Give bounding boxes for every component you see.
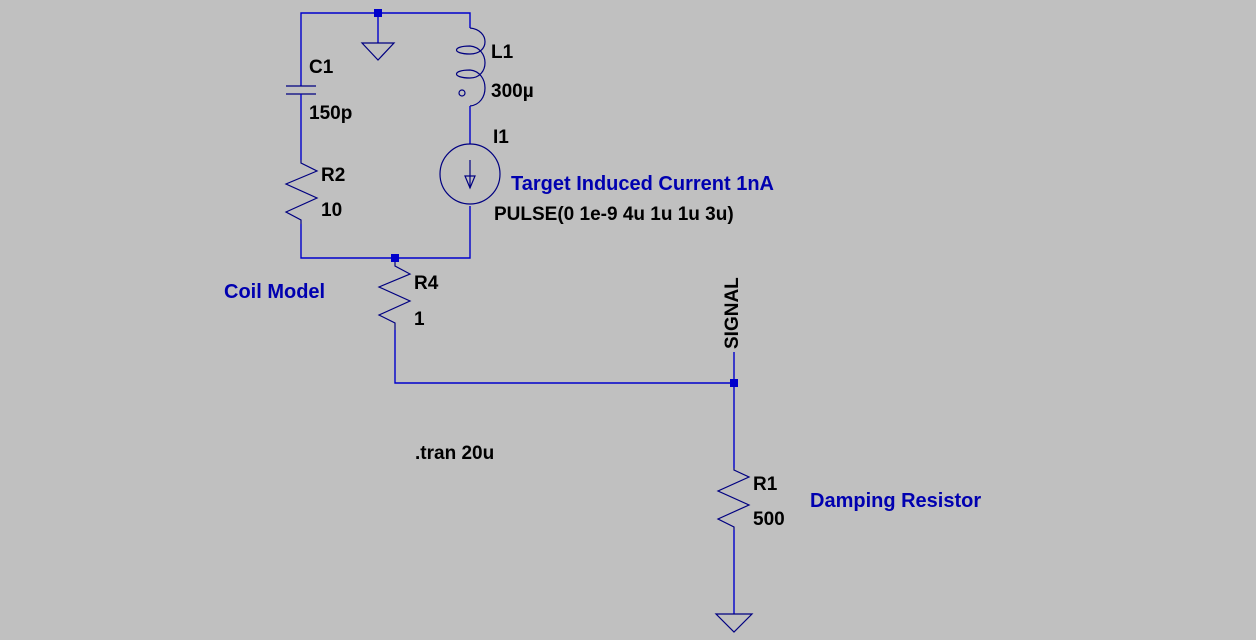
c1-ref-label: C1 bbox=[309, 57, 334, 78]
wire-bottom-loop[interactable] bbox=[300, 206, 471, 259]
spice-directive-tran[interactable]: .tran 20u bbox=[415, 443, 495, 464]
i1-ref-label: I1 bbox=[493, 127, 509, 148]
ground-bottom-icon bbox=[714, 613, 754, 633]
junction-bottom bbox=[391, 254, 399, 262]
resistor-r2-symbol[interactable] bbox=[284, 160, 319, 224]
current-source-i1-symbol[interactable] bbox=[439, 143, 501, 205]
c1-value-label: 150p bbox=[309, 103, 353, 124]
r1-value-label: 500 bbox=[753, 509, 785, 530]
r4-value-label: 1 bbox=[414, 309, 425, 330]
comment-damping-resistor: Damping Resistor bbox=[810, 490, 982, 512]
net-label-signal[interactable]: SIGNAL bbox=[722, 277, 743, 349]
capacitor-c1-symbol[interactable] bbox=[286, 85, 316, 95]
i1-value-label: PULSE(0 1e-9 4u 1u 1u 3u) bbox=[494, 204, 734, 225]
r2-ref-label: R2 bbox=[321, 165, 346, 186]
resistor-r1-symbol[interactable] bbox=[716, 468, 751, 530]
comment-coil-model: Coil Model bbox=[224, 281, 326, 303]
ground-top-icon bbox=[360, 42, 396, 61]
l1-value-label: 300µ bbox=[491, 81, 534, 102]
resistor-r4-symbol[interactable] bbox=[377, 262, 412, 330]
l1-ref-label: L1 bbox=[491, 42, 514, 63]
wire-top[interactable] bbox=[300, 12, 471, 86]
r4-ref-label: R4 bbox=[414, 273, 439, 294]
r2-value-label: 10 bbox=[321, 200, 343, 221]
wire-r4-signal[interactable] bbox=[394, 330, 734, 384]
junction-signal bbox=[730, 379, 738, 387]
junction-top bbox=[374, 9, 382, 17]
inductor-l1-symbol[interactable] bbox=[455, 27, 486, 107]
comment-target-current: Target Induced Current 1nA bbox=[511, 173, 774, 195]
r1-ref-label: R1 bbox=[753, 474, 778, 495]
